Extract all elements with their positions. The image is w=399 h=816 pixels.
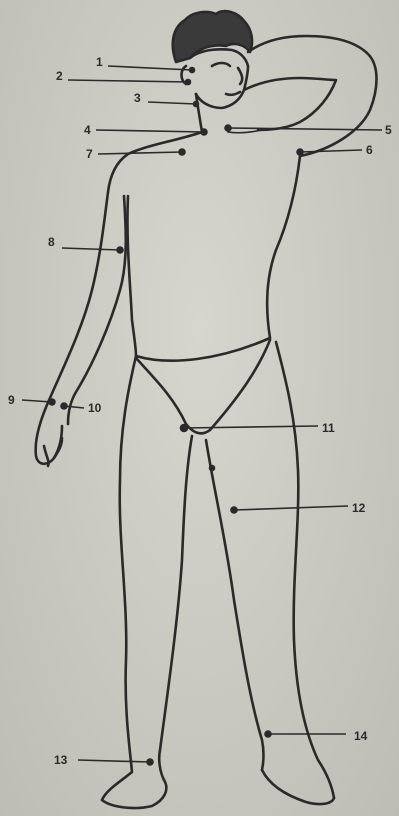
leader-line-12 (234, 506, 348, 510)
label-12: 12 (352, 501, 366, 515)
point-7 (179, 149, 185, 155)
face-outline (190, 49, 248, 108)
label-14: 14 (354, 729, 368, 743)
leader-line-13 (78, 760, 150, 762)
point-2 (186, 80, 191, 85)
label-10: 10 (88, 401, 102, 415)
point-8 (117, 247, 123, 253)
point-13 (147, 759, 153, 765)
label-4: 4 (84, 123, 91, 137)
left-shoulder (108, 132, 202, 192)
leader-line-8 (62, 248, 120, 250)
leader-line-3 (148, 102, 196, 104)
point-inner-thigh (210, 466, 215, 471)
briefs-right-leg (210, 340, 270, 430)
leader-line-2 (68, 80, 188, 82)
left-arm-outer (36, 192, 108, 464)
point-9 (49, 399, 55, 405)
torso-right (267, 156, 300, 338)
right-foot (262, 770, 334, 804)
label-9: 9 (8, 393, 15, 407)
right-leg-outer (276, 342, 334, 798)
right-leg-inner (206, 440, 264, 770)
leader-line-7 (98, 152, 182, 154)
label-3: 3 (134, 91, 141, 105)
point-1 (190, 68, 195, 73)
raised-arm-upper (248, 36, 377, 156)
point-14 (265, 731, 271, 737)
point-12 (231, 507, 237, 513)
leader-line-9 (22, 400, 52, 402)
point-6 (297, 149, 303, 155)
leader-line-6 (300, 150, 362, 152)
leader-line-5 (228, 128, 382, 130)
label-8: 8 (48, 235, 55, 249)
label-11: 11 (322, 421, 335, 435)
label-13: 13 (54, 753, 68, 767)
point-4 (201, 129, 207, 135)
leader-line-11 (184, 426, 318, 428)
raised-arm-inner (244, 78, 336, 130)
label-2: 2 (56, 69, 63, 83)
left-foot (102, 780, 166, 808)
mouth (226, 92, 240, 95)
briefs-waistband (136, 338, 270, 361)
left-leg-outer (102, 356, 136, 800)
label-1: 1 (96, 55, 103, 69)
leader-line-1 (108, 66, 192, 70)
label-7: 7 (86, 147, 93, 161)
chest-hint (228, 130, 262, 133)
eye (212, 63, 230, 66)
point-5 (225, 125, 231, 131)
point-11 (181, 425, 188, 432)
label-6: 6 (366, 143, 373, 157)
nose (238, 68, 242, 84)
point-10 (61, 403, 67, 409)
point-3 (194, 102, 199, 107)
label-5: 5 (385, 123, 392, 137)
briefs-left-leg (136, 358, 186, 424)
left-arm-inner (68, 196, 126, 424)
torso-left (127, 196, 136, 356)
leader-line-4 (96, 130, 204, 132)
left-leg-inner (159, 436, 192, 780)
